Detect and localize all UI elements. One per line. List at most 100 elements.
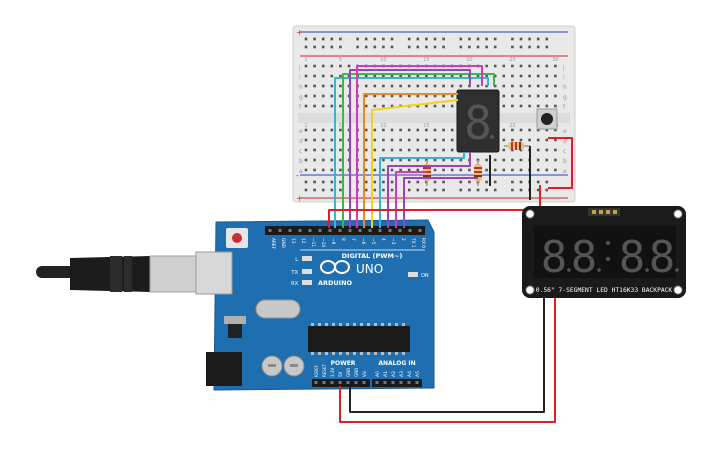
wire-purple-3[interactable] xyxy=(403,177,478,228)
backpack-pins xyxy=(592,210,617,214)
wire-red-button[interactable] xyxy=(548,137,573,189)
header-pin[interactable] xyxy=(346,381,350,384)
breadboard-hole xyxy=(493,84,497,88)
header-pin[interactable] xyxy=(418,229,422,232)
column-number: 5 xyxy=(339,57,342,63)
breadboard-hole xyxy=(433,37,437,41)
breadboard-hole xyxy=(304,180,308,184)
resistor-right[interactable] xyxy=(474,160,482,186)
wire-red-5v-top[interactable] xyxy=(328,185,541,228)
push-button[interactable] xyxy=(536,108,558,130)
header-pin[interactable] xyxy=(278,229,282,232)
chip-pin xyxy=(339,323,342,326)
breadboard-hole xyxy=(373,180,377,184)
header-pin[interactable] xyxy=(368,229,372,232)
breadboard-hole xyxy=(399,138,402,142)
breadboard-hole xyxy=(442,128,445,132)
backpack-pin[interactable] xyxy=(613,210,617,214)
backpack-pin[interactable] xyxy=(599,210,603,214)
header-pin[interactable] xyxy=(298,229,302,232)
dc-jack xyxy=(206,352,242,386)
wire-purple-top[interactable] xyxy=(349,69,471,228)
header-pin[interactable] xyxy=(383,381,387,384)
breadboard-hole xyxy=(321,45,325,49)
breadboard-hole xyxy=(425,188,428,192)
header-pin[interactable] xyxy=(375,381,379,384)
wire-cyan-top[interactable] xyxy=(334,77,489,228)
power-pin-label: GND xyxy=(354,368,359,377)
column-number: 1 xyxy=(304,57,307,63)
header-pin[interactable] xyxy=(338,229,342,232)
header-pin[interactable] xyxy=(415,381,419,384)
wire-green-top[interactable] xyxy=(342,73,495,228)
breadboard-hole xyxy=(330,104,334,108)
backpack-header xyxy=(588,208,620,216)
header-pin[interactable] xyxy=(322,381,326,384)
breadboard-hole xyxy=(450,148,454,152)
power-pin-label: RESET xyxy=(322,364,327,377)
header-pin[interactable] xyxy=(408,229,412,232)
wire-red-5v-backpack[interactable] xyxy=(339,297,556,423)
header-pin[interactable] xyxy=(399,381,403,384)
header-pin[interactable] xyxy=(318,229,322,232)
breadboard-hole xyxy=(554,168,557,172)
analog-pin-label: A4 xyxy=(407,371,413,377)
breadboard-hole xyxy=(554,148,557,152)
backpack-pin[interactable] xyxy=(606,210,610,214)
wire-black-gnd-backpack[interactable] xyxy=(349,297,545,413)
header-pin[interactable] xyxy=(354,381,358,384)
breadboard-hole xyxy=(321,104,325,108)
wire-yellow[interactable] xyxy=(371,99,459,228)
wire-purple-bottom[interactable] xyxy=(387,152,471,228)
header-pin[interactable] xyxy=(388,229,392,232)
usb-cable[interactable] xyxy=(36,255,197,293)
resistor-right-band xyxy=(474,171,482,173)
breadboard-hole xyxy=(519,84,523,88)
breadboard-hole xyxy=(373,104,377,108)
header-pin[interactable] xyxy=(391,381,395,384)
wire-magenta-top[interactable] xyxy=(356,65,483,228)
header-pin[interactable] xyxy=(338,381,342,384)
breadboard-hole xyxy=(554,104,557,108)
chip-pin xyxy=(360,323,363,326)
header-pin[interactable] xyxy=(288,229,292,232)
breadboard-hole xyxy=(330,74,334,78)
breadboard-hole xyxy=(536,84,540,88)
breadboard-hole xyxy=(304,64,308,68)
header-pin[interactable] xyxy=(378,229,382,232)
wire-orange[interactable] xyxy=(363,93,458,228)
resistor-top[interactable] xyxy=(504,142,530,150)
row-letter: i xyxy=(299,74,301,81)
header-pin[interactable] xyxy=(328,229,332,232)
regulator xyxy=(228,324,242,338)
wire-cyan-bottom[interactable] xyxy=(379,152,465,228)
breadboard-hole xyxy=(373,158,377,162)
single-seven-segment-display[interactable]: 8 xyxy=(456,89,500,153)
breadboard-hole xyxy=(321,188,325,192)
header-pin[interactable] xyxy=(348,229,352,232)
led-tx xyxy=(302,269,312,274)
header-pin[interactable] xyxy=(407,381,411,384)
header-pin[interactable] xyxy=(330,381,334,384)
header-pin[interactable] xyxy=(308,229,312,232)
header-pin[interactable] xyxy=(398,229,402,232)
breadboard-hole xyxy=(373,37,377,41)
breadboard-hole xyxy=(511,37,514,41)
backpack-pin[interactable] xyxy=(592,210,596,214)
header-pin[interactable] xyxy=(358,229,362,232)
row-letter: c xyxy=(563,148,566,155)
header-pin[interactable] xyxy=(268,229,272,232)
breadboard-hole xyxy=(373,74,377,78)
breadboard-hole xyxy=(485,37,488,41)
header-pin[interactable] xyxy=(314,381,318,384)
header-pin[interactable] xyxy=(362,381,366,384)
breadboard-hole xyxy=(502,148,506,152)
breadboard-hole xyxy=(442,188,445,192)
breadboard-hole xyxy=(304,138,308,142)
breadboard-hole xyxy=(364,37,368,41)
chip-pin xyxy=(381,352,384,355)
chip-pins xyxy=(311,323,405,355)
